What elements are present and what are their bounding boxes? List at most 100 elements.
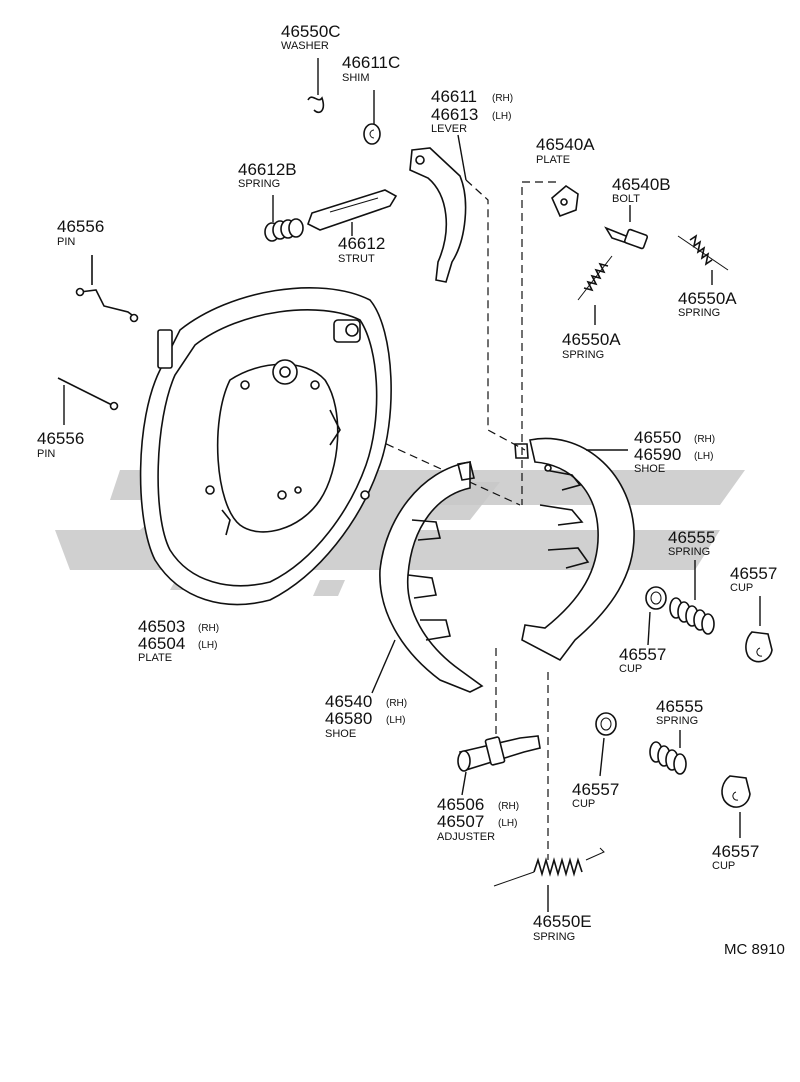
svg-text:46557: 46557	[572, 780, 619, 799]
lever-part	[409, 134, 467, 283]
svg-text:CUP: CUP	[712, 860, 735, 872]
svg-text:46507: 46507	[437, 812, 484, 831]
svg-text:46612: 46612	[338, 234, 385, 253]
label-plate-46540a: 46540A PLATE	[536, 135, 595, 166]
svg-text:PIN: PIN	[57, 236, 75, 248]
shim-part	[363, 90, 381, 145]
pin-46556-lower-part	[57, 377, 119, 425]
shoe-46550-part	[514, 437, 635, 662]
washer-part	[307, 58, 325, 114]
svg-text:46540B: 46540B	[612, 175, 671, 194]
svg-text:PLATE: PLATE	[536, 154, 570, 166]
svg-text:46555: 46555	[668, 528, 715, 547]
label-pin-46556-top: 46556 PIN	[57, 217, 104, 248]
label-cup-46557-right-lower: 46557 CUP	[712, 842, 759, 872]
cup-46557-mid-upper-part	[645, 586, 667, 646]
svg-text:46504: 46504	[138, 634, 185, 653]
label-spring-46555-lower: 46555 SPRING	[656, 697, 703, 727]
svg-text:46612B: 46612B	[238, 160, 297, 179]
svg-text:(LH): (LH)	[198, 640, 217, 651]
svg-text:CUP: CUP	[572, 798, 595, 810]
svg-text:BOLT: BOLT	[612, 193, 640, 205]
svg-text:46555: 46555	[656, 697, 703, 716]
svg-text:46580: 46580	[325, 709, 372, 728]
label-spring-46612b: 46612B SPRING	[238, 160, 297, 190]
svg-text:(LH): (LH)	[498, 818, 517, 829]
label-shoe-46540: 46540 (RH) 46580 (LH) SHOE	[325, 692, 407, 740]
svg-text:LEVER: LEVER	[431, 123, 467, 135]
label-shoe-46550: 46550 (RH) 46590 (LH) SHOE	[634, 428, 715, 475]
backing-plate	[139, 286, 392, 606]
label-spring-46550a-right: 46550A SPRING	[678, 289, 737, 319]
cup-46557-right-lower-part	[721, 775, 751, 838]
label-spring-46555-upper: 46555 SPRING	[668, 528, 715, 558]
label-spring-46550a-mid: 46550A SPRING	[562, 330, 621, 361]
svg-text:46550A: 46550A	[678, 289, 737, 308]
svg-text:(RH): (RH)	[498, 801, 519, 812]
label-shim-46611c: 46611C SHIM	[342, 53, 400, 84]
svg-text:SPRING: SPRING	[678, 307, 720, 319]
label-plate-46503: 46503 (RH) 46504 (LH) PLATE	[138, 617, 219, 664]
svg-text:46540A: 46540A	[536, 135, 595, 154]
shoe-46540-part	[371, 461, 484, 694]
svg-text:WASHER: WASHER	[281, 40, 329, 52]
svg-text:46506: 46506	[437, 795, 484, 814]
label-cup-46557-right-upper: 46557 CUP	[730, 564, 777, 594]
spring-46550e-part	[493, 847, 605, 912]
svg-text:STRUT: STRUT	[338, 253, 375, 265]
spring-46550a-right-part	[677, 234, 729, 285]
spring-46555-upper-part	[669, 560, 715, 635]
svg-text:PLATE: PLATE	[138, 652, 172, 664]
pin-46556-top-part	[75, 255, 139, 323]
cup-46557-mid-lower-part	[595, 712, 617, 777]
label-bolt-46540b: 46540B BOLT	[612, 175, 671, 205]
svg-text:SPRING: SPRING	[656, 715, 698, 727]
label-washer-46550c: 46550C WASHER	[281, 22, 341, 52]
svg-text:46613: 46613	[431, 105, 478, 124]
cup-46557-right-upper-part	[745, 596, 773, 663]
label-cup-46557-mid-lower: 46557 CUP	[572, 780, 619, 810]
spring-46550a-mid-part	[577, 255, 613, 325]
svg-text:(LH): (LH)	[492, 111, 511, 122]
diagram-code: MC 8910	[724, 941, 785, 958]
svg-text:46557: 46557	[712, 842, 759, 861]
svg-text:SPRING: SPRING	[562, 349, 604, 361]
svg-text:46550E: 46550E	[533, 912, 592, 931]
svg-text:SHOE: SHOE	[634, 463, 665, 475]
svg-text:PIN: PIN	[37, 448, 55, 460]
svg-text:(RH): (RH)	[492, 93, 513, 104]
label-adjuster-46506: 46506 (RH) 46507 (LH) ADJUSTER	[437, 795, 519, 843]
spring-46612b-part	[264, 195, 304, 242]
svg-text:SHOE: SHOE	[325, 728, 356, 740]
spring-46555-lower-part	[649, 730, 687, 775]
svg-text:46556: 46556	[57, 217, 104, 236]
svg-text:ADJUSTER: ADJUSTER	[437, 831, 495, 843]
svg-text:(RH): (RH)	[694, 434, 715, 445]
label-spring-46550e: 46550E SPRING	[533, 912, 592, 943]
label-lever-46611: 46611 (RH) 46613 (LH) LEVER	[431, 87, 513, 135]
svg-text:46611C: 46611C	[342, 53, 400, 72]
svg-text:SPRING: SPRING	[238, 178, 280, 190]
strut-part	[307, 189, 398, 236]
svg-text:(RH): (RH)	[198, 623, 219, 634]
svg-text:46503: 46503	[138, 617, 185, 636]
svg-text:SPRING: SPRING	[533, 931, 575, 943]
svg-text:46550: 46550	[634, 428, 681, 447]
svg-text:46540: 46540	[325, 692, 372, 711]
svg-text:46550A: 46550A	[562, 330, 621, 349]
svg-text:46550C: 46550C	[281, 22, 341, 41]
bolt-part	[604, 205, 649, 250]
svg-text:(LH): (LH)	[694, 451, 713, 462]
svg-text:46557: 46557	[730, 564, 777, 583]
svg-text:(RH): (RH)	[386, 698, 407, 709]
adjuster-part	[457, 735, 541, 796]
label-pin-46556-lower: 46556 PIN	[37, 429, 84, 460]
svg-text:SPRING: SPRING	[668, 546, 710, 558]
svg-text:46557: 46557	[619, 645, 666, 664]
svg-text:CUP: CUP	[619, 663, 642, 675]
svg-text:46590: 46590	[634, 445, 681, 464]
svg-text:CUP: CUP	[730, 582, 753, 594]
label-cup-46557-mid-upper: 46557 CUP	[619, 645, 666, 675]
plate-46540a-part	[551, 184, 579, 218]
